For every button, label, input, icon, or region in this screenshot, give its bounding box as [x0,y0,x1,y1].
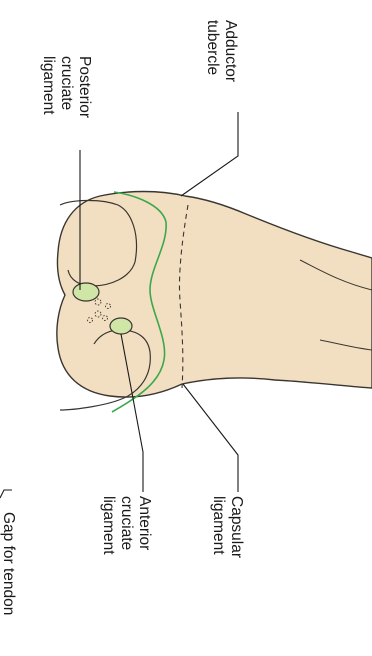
label-gap-for-tendon: Gap for tendon [0,512,17,615]
capsular-line-2: ligament [210,496,227,555]
label-adductor-tubercle: Adductor tubercle [204,20,239,82]
capsular-line-1: Capsular [228,496,245,558]
label-capsular: Capsular ligament [210,496,245,558]
posterior-cruciate-attachment [73,283,99,301]
anterior-cruciate-line-3: ligament [100,496,117,555]
femur-bone [57,192,372,398]
leader-adductor-tubercle [181,112,238,196]
adductor-tubercle-line-2: tubercle [204,20,221,75]
label-posterior-cruciate: Posterior cruciate ligament [40,56,93,118]
leader-gap-for-tendon [0,490,12,498]
anterior-cruciate-attachment [110,318,132,334]
anterior-cruciate-line-1: Anterior [136,496,153,550]
label-anterior-cruciate: Anterior cruciate ligament [100,496,153,555]
posterior-cruciate-line-3: ligament [40,56,57,115]
anterior-cruciate-line-2: cruciate [118,496,135,550]
leader-capsular [183,384,238,492]
posterior-cruciate-line-1: Posterior [76,56,93,118]
posterior-cruciate-line-2: cruciate [58,56,75,110]
gap-for-tendon-line-1: Gap for tendon [0,512,17,615]
adductor-tubercle-line-1: Adductor [222,20,239,82]
